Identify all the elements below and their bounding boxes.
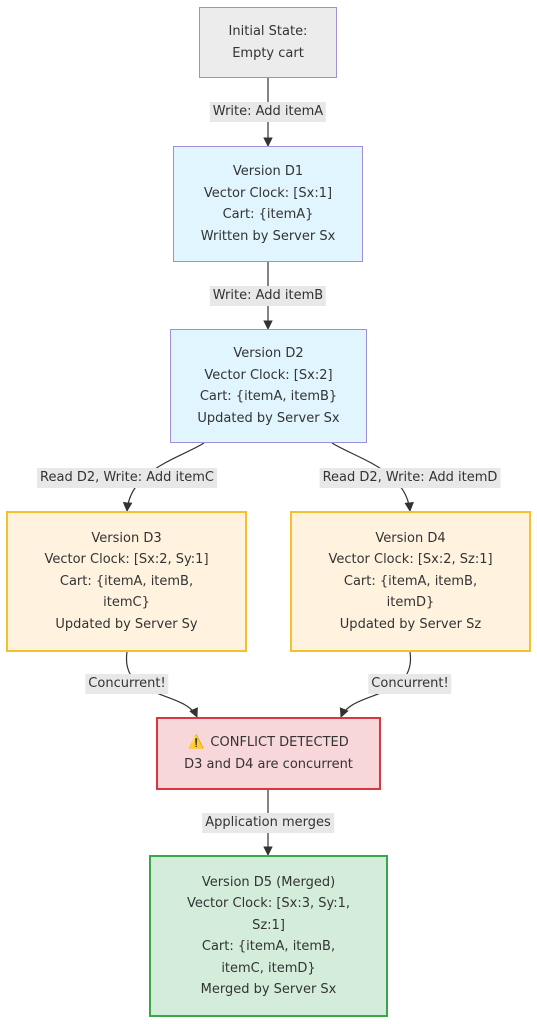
edge-label-add-itema: Write: Add itemA bbox=[209, 102, 327, 122]
node-line: Cart: {itemA} bbox=[222, 207, 314, 222]
node-line: Updated by Server Sx bbox=[197, 410, 340, 426]
node-line: Merged by Server Sx bbox=[200, 982, 337, 997]
warning-icon: ⚠️ bbox=[188, 735, 205, 750]
node-line: Initial State: bbox=[228, 24, 308, 39]
node-line: Vector Clock: [Sx:1] bbox=[203, 185, 333, 201]
node-version-d1: Version D1 Vector Clock: [Sx:1] Cart: {i… bbox=[173, 146, 363, 262]
node-line: Written by Server Sx bbox=[200, 228, 336, 244]
node-line: itemC} bbox=[103, 595, 150, 611]
edge-label-application-merges: Application merges bbox=[202, 813, 334, 833]
node-line: itemD} bbox=[386, 595, 435, 611]
conflict-title-text: CONFLICT DETECTED bbox=[210, 735, 349, 750]
edge-label-concurrent-right: Concurrent! bbox=[368, 674, 452, 694]
node-initial-state: Initial State: Empty cart bbox=[199, 7, 337, 78]
node-line: Updated by Server Sz bbox=[339, 616, 482, 632]
edge-label-add-itemd: Read D2, Write: Add itemD bbox=[319, 468, 501, 488]
node-version-d3: Version D3 Vector Clock: [Sx:2, Sy:1] Ca… bbox=[6, 511, 247, 652]
node-title: Version D1 bbox=[232, 164, 304, 179]
edge-label-concurrent-left: Concurrent! bbox=[85, 674, 169, 694]
node-title: Version D5 (Merged) bbox=[201, 874, 336, 890]
edge-label-add-itemb: Write: Add itemB bbox=[209, 286, 327, 306]
node-version-d2: Version D2 Vector Clock: [Sx:2] Cart: {i… bbox=[170, 329, 367, 443]
node-title: Version D3 bbox=[91, 530, 162, 546]
node-version-d4: Version D4 Vector Clock: [Sx:2, Sz:1] Ca… bbox=[290, 511, 531, 652]
edge-label-add-itemc: Read D2, Write: Add itemC bbox=[37, 468, 217, 488]
node-line: Empty cart bbox=[232, 45, 304, 61]
node-version-d5-merged: Version D5 (Merged) Vector Clock: [Sx:3,… bbox=[149, 855, 388, 1017]
node-line: Updated by Server Sy bbox=[55, 616, 198, 632]
conflict-title: ⚠️ CONFLICT DETECTED bbox=[188, 732, 349, 754]
node-line: Sz:1] bbox=[252, 917, 285, 933]
node-line: Cart: {itemA, itemB, bbox=[201, 939, 336, 954]
node-line: Cart: {itemA, itemB, bbox=[343, 573, 478, 589]
node-conflict-detected: ⚠️ CONFLICT DETECTED D3 and D4 are concur… bbox=[156, 717, 381, 790]
edge-d2-d4 bbox=[331, 442, 414, 512]
edge-d2-d3 bbox=[122, 442, 205, 512]
node-line: Vector Clock: [Sx:2, Sy:1] bbox=[44, 552, 209, 568]
node-line: Cart: {itemA, itemB, bbox=[59, 573, 194, 589]
node-line: Vector Clock: [Sx:3, Sy:1, bbox=[186, 896, 351, 911]
node-line: Vector Clock: [Sx:2] bbox=[204, 367, 333, 383]
node-line: D3 and D4 are concurrent bbox=[184, 756, 353, 772]
node-title: Version D2 bbox=[233, 346, 304, 361]
node-line: itemC, itemD} bbox=[221, 960, 316, 976]
node-title: Version D4 bbox=[375, 530, 446, 546]
node-line: Vector Clock: [Sx:2, Sz:1] bbox=[328, 552, 493, 568]
node-line: Cart: {itemA, itemB} bbox=[199, 389, 338, 404]
